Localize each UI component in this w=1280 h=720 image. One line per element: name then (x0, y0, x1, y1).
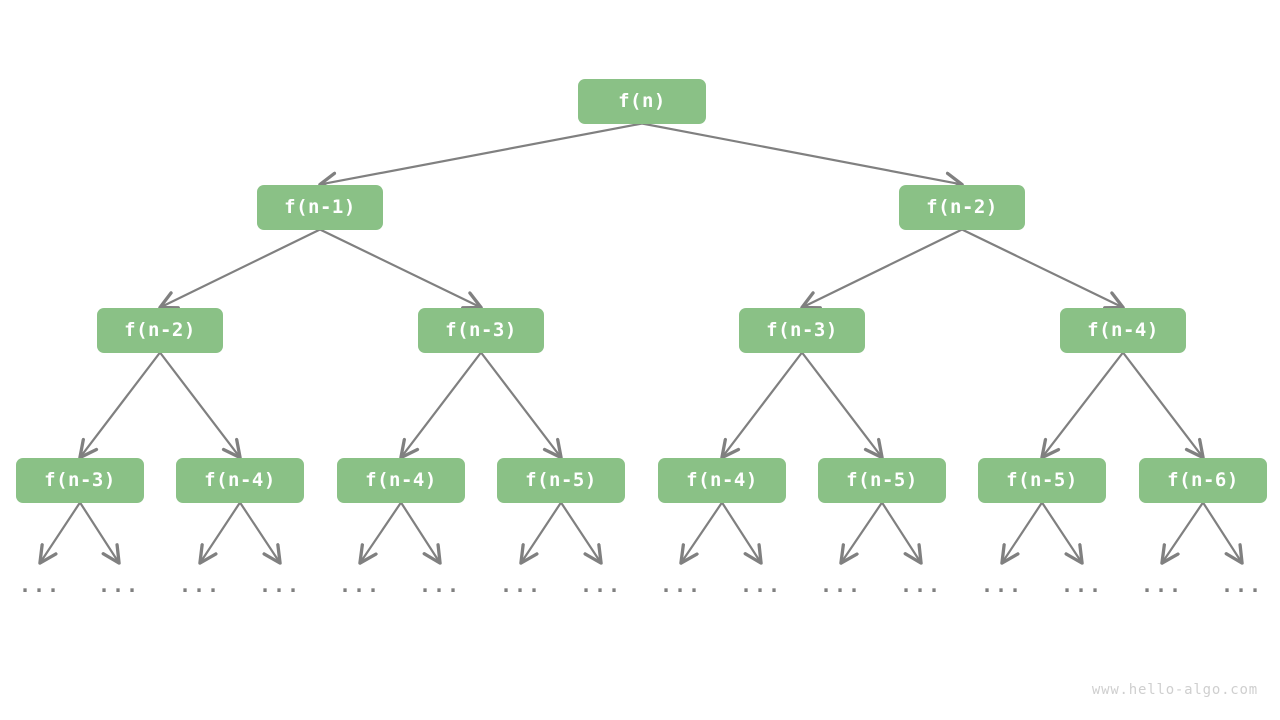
edge-n5-to-n12 (800, 351, 884, 460)
edge-n12-to-e11 (880, 501, 923, 565)
edge-n2-to-n6 (960, 228, 1125, 310)
tree-edges (78, 122, 1205, 460)
tree-node-n11: f(n-4) (658, 457, 786, 503)
edge-n11-to-e8 (679, 501, 724, 565)
tree-node-label: f(n-3) (766, 319, 838, 341)
edge-n3-to-n8 (158, 351, 242, 460)
ellipsis-mark: ... (258, 573, 302, 597)
ellipsis-mark: ... (418, 573, 462, 597)
tree-node-label: f(n-6) (1167, 469, 1239, 491)
tree-node-n12: f(n-5) (818, 457, 946, 503)
watermark: www.hello-algo.com (1091, 682, 1258, 698)
tree-node-label: f(n-4) (204, 469, 276, 491)
ellipsis-mark: ... (819, 573, 863, 597)
tree-node-label: f(n-3) (445, 319, 517, 341)
ellipsis-mark: ... (1060, 573, 1104, 597)
tree-node-n8: f(n-4) (176, 457, 304, 503)
tree-node-n6: f(n-4) (1060, 307, 1186, 353)
edge-n6-to-n13 (1040, 351, 1125, 460)
ellipsis-mark: ... (18, 573, 62, 597)
tree-node-label: f(n-4) (1087, 319, 1159, 341)
ellipsis-mark: ... (739, 573, 783, 597)
ellipsis-mark: ... (1220, 573, 1264, 597)
edge-n13-to-e12 (1000, 501, 1044, 565)
tree-node-n13: f(n-5) (978, 457, 1106, 503)
ellipsis-mark: ... (499, 573, 543, 597)
tree-node-label: f(n-2) (124, 319, 196, 341)
tree-node-n14: f(n-6) (1139, 457, 1267, 503)
edge-n13-to-e13 (1040, 501, 1084, 565)
edge-n14-to-e15 (1201, 501, 1244, 565)
tree-node-n4: f(n-3) (418, 307, 544, 353)
edge-n2-to-n5 (800, 228, 964, 310)
tree-node-label: f(n-5) (846, 469, 918, 491)
edge-n4-to-n9 (399, 351, 483, 460)
ellipsis-mark: ... (338, 573, 382, 597)
leaf-edges (38, 501, 1244, 565)
edge-n9-to-e5 (399, 501, 442, 565)
edge-n14-to-e14 (1160, 501, 1205, 565)
tree-node-label: f(n-4) (686, 469, 758, 491)
edge-n12-to-e10 (839, 501, 884, 565)
edge-n8-to-e2 (198, 501, 242, 565)
edge-n10-to-e6 (519, 501, 563, 565)
ellipsis-mark: ... (97, 573, 141, 597)
ellipsis-mark: ... (178, 573, 222, 597)
tree-node-n9: f(n-4) (337, 457, 465, 503)
tree-node-n2: f(n-2) (899, 184, 1025, 230)
edge-n4-to-n10 (479, 351, 563, 460)
edge-n0-to-n1 (318, 122, 644, 192)
edge-n6-to-n14 (1121, 351, 1205, 460)
edge-n5-to-n11 (720, 351, 804, 460)
ellipsis-mark: ... (1140, 573, 1184, 597)
edge-n11-to-e9 (720, 501, 763, 565)
tree-node-label: f(n-2) (926, 196, 998, 218)
tree-node-label: f(n) (618, 90, 666, 112)
tree-node-label: f(n-5) (1006, 469, 1078, 491)
edge-n8-to-e3 (238, 501, 282, 565)
edge-n1-to-n4 (318, 228, 483, 310)
edge-n9-to-e4 (358, 501, 403, 565)
tree-node-n7: f(n-3) (16, 457, 144, 503)
tree-node-n10: f(n-5) (497, 457, 625, 503)
tree-node-n5: f(n-3) (739, 307, 865, 353)
ellipsis-mark: ... (899, 573, 943, 597)
ellipsis-mark: ... (980, 573, 1024, 597)
tree-node-label: f(n-3) (44, 469, 116, 491)
ellipsis-mark: ... (659, 573, 703, 597)
edge-n10-to-e7 (559, 501, 603, 565)
tree-node-n3: f(n-2) (97, 307, 223, 353)
tree-node-n1: f(n-1) (257, 184, 383, 230)
tree-node-label: f(n-4) (365, 469, 437, 491)
edge-n1-to-n3 (158, 228, 322, 310)
tree-node-n0: f(n) (578, 78, 706, 124)
tree-node-label: f(n-1) (284, 196, 356, 218)
edge-n3-to-n7 (78, 351, 162, 460)
edge-n7-to-e0 (38, 501, 82, 565)
edge-n0-to-n2 (640, 122, 964, 192)
tree-node-label: f(n-5) (525, 469, 597, 491)
ellipsis-mark: ... (579, 573, 623, 597)
edge-n7-to-e1 (78, 501, 121, 565)
